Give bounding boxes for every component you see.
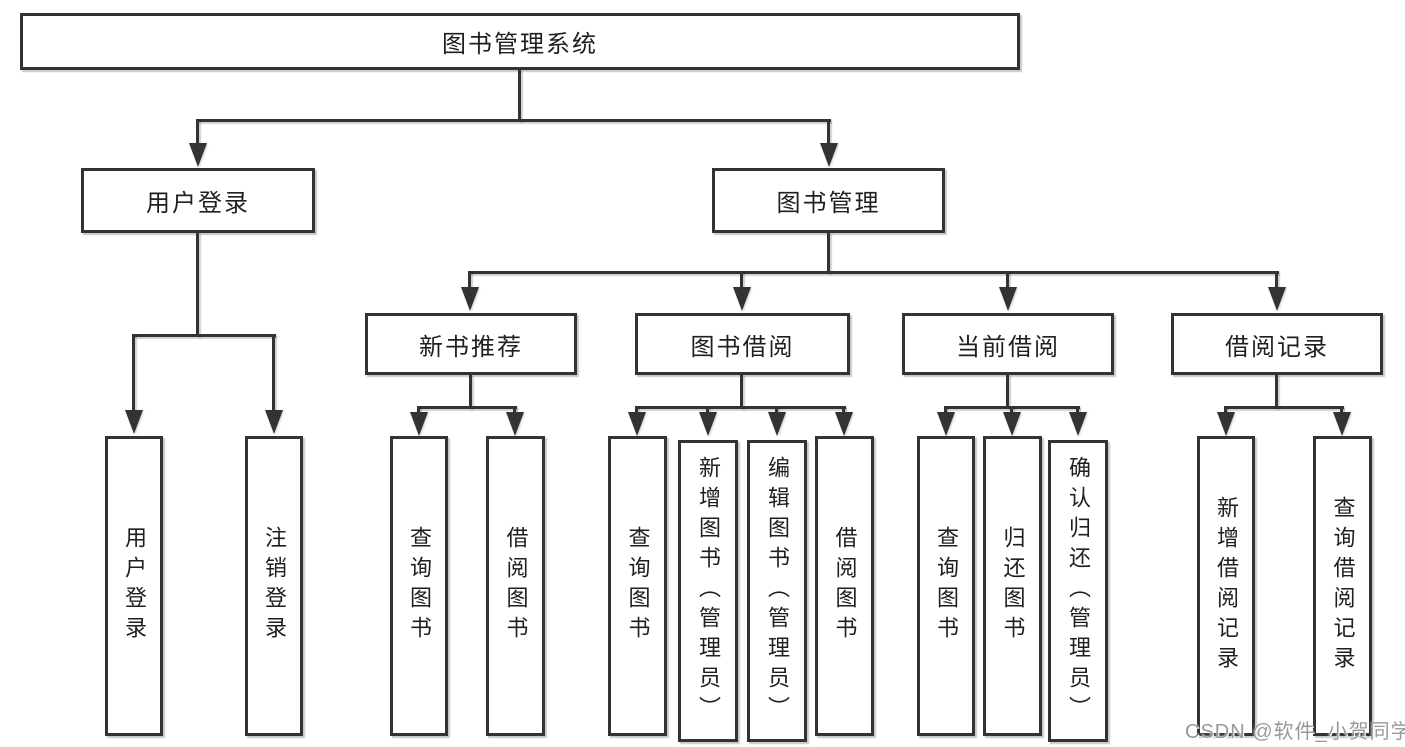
arrowhead-leaf-c2-icon: [699, 412, 717, 436]
leaf-borrow-book-a-label: 借阅图书: [503, 526, 529, 646]
connector-leaf-logout-drop: [272, 334, 275, 412]
leaf-user-login: 用户登录: [105, 436, 163, 736]
connector-leaf-d3-drop: [1076, 406, 1079, 416]
leaf-return-book: 归还图书: [983, 436, 1042, 736]
connector-book-mgmt-drop: [827, 119, 830, 147]
connector-current-borrow-stem: [1006, 375, 1009, 409]
connector-leaf-e2-drop: [1340, 406, 1343, 416]
connector-leaf-e1-drop: [1224, 406, 1227, 416]
connector-leaf-d2-drop: [1010, 406, 1013, 416]
node-borrow-record-label: 借阅记录: [1225, 333, 1329, 361]
arrowhead-leaf-logout-icon: [265, 410, 283, 434]
connector-group-e-rail: [1225, 406, 1344, 409]
connector-root-stem: [518, 70, 521, 122]
connector-borrow-record-stem: [1275, 375, 1278, 409]
arrowhead-leaf-d3-icon: [1069, 412, 1087, 436]
node-root: 图书管理系统: [20, 13, 1020, 70]
connector-group-b-rail: [418, 406, 517, 409]
node-borrow-record: 借阅记录: [1171, 313, 1383, 375]
connector-borrow-record-drop: [1275, 271, 1278, 290]
arrowhead-book-borrow-icon: [733, 287, 751, 311]
connector-leaf-c1-drop: [635, 406, 638, 416]
arrowhead-leaf-d2-icon: [1003, 412, 1021, 436]
leaf-borrow-book-b-label: 借阅图书: [832, 526, 858, 646]
leaf-return-book-label: 归还图书: [1000, 526, 1026, 646]
node-current-borrow-label: 当前借阅: [956, 333, 1060, 361]
node-book-mgmt-label: 图书管理: [776, 190, 881, 217]
connector-user-login-drop: [196, 119, 199, 147]
arrowhead-leaf-d1-icon: [937, 412, 955, 436]
node-user-login: 用户登录: [81, 168, 315, 233]
leaf-query-book-a: 查询图书: [390, 436, 448, 736]
node-current-borrow: 当前借阅: [902, 313, 1114, 375]
arrowhead-current-borrow-icon: [999, 287, 1017, 311]
leaf-query-borrow-record-label: 查询借阅记录: [1330, 496, 1356, 676]
leaf-add-borrow-record-label: 新增借阅记录: [1214, 496, 1239, 676]
node-new-book-rec: 新书推荐: [365, 313, 577, 375]
arrowhead-leaf-e1-icon: [1217, 412, 1235, 436]
leaf-confirm-return-admin: 确认归还（管理员）: [1048, 440, 1108, 742]
arrowhead-leaf-c3-icon: [768, 412, 786, 436]
connector-book-borrow-stem: [740, 375, 743, 409]
node-root-label: 图书管理系统: [442, 31, 598, 58]
connector-new-book-rec-stem: [469, 375, 472, 409]
connector-level3-rail: [469, 271, 1279, 274]
node-new-book-rec-label: 新书推荐: [419, 333, 523, 361]
leaf-edit-book-admin-label: 编辑图书（管理员）: [765, 456, 790, 726]
leaf-logout-login-label: 注销登录: [262, 526, 287, 646]
leaf-query-book-c-label: 查询图书: [934, 526, 959, 646]
node-book-mgmt: 图书管理: [712, 168, 945, 233]
node-user-login-label: 用户登录: [146, 190, 250, 217]
connector-user-login-stem: [196, 233, 199, 337]
arrowhead-leaf-c4-icon: [835, 412, 853, 436]
arrowhead-user-login-icon: [189, 143, 207, 167]
connector-current-borrow-drop: [1006, 271, 1009, 290]
connector-leaf-c2-drop: [706, 406, 709, 416]
leaf-query-borrow-record: 查询借阅记录: [1313, 436, 1372, 736]
connector-new-book-rec-drop: [468, 271, 471, 290]
arrowhead-leaf-e2-icon: [1333, 412, 1351, 436]
connector-book-mgmt-stem: [827, 233, 830, 274]
connector-leaf-b2-drop: [513, 406, 516, 416]
leaf-user-login-label: 用户登录: [122, 526, 147, 646]
leaf-query-book-b-label: 查询图书: [625, 526, 651, 646]
connector-level2-rail: [197, 119, 831, 122]
leaf-edit-book-admin: 编辑图书（管理员）: [747, 440, 807, 742]
node-book-borrow-label: 图书借阅: [690, 333, 795, 361]
arrowhead-leaf-c1-icon: [628, 412, 646, 436]
connector-leaf-c4-drop: [842, 406, 845, 416]
leaf-add-book-admin-label: 新增图书（管理员）: [696, 456, 721, 726]
arrowhead-leaf-b2-icon: [506, 412, 524, 436]
connector-leaf-d1-drop: [944, 406, 947, 416]
leaf-add-borrow-record: 新增借阅记录: [1197, 436, 1255, 736]
node-book-borrow: 图书借阅: [635, 313, 850, 375]
csdn-watermark: CSDN @软件_小贺同学: [1185, 721, 1405, 743]
connector-group-c-rail: [636, 406, 846, 409]
connector-leaf-user-login-drop: [132, 334, 135, 412]
arrowhead-book-mgmt-icon: [820, 143, 838, 167]
arrowhead-borrow-record-icon: [1268, 287, 1286, 311]
leaf-query-book-c: 查询图书: [917, 436, 975, 736]
leaf-confirm-return-admin-label: 确认归还（管理员）: [1066, 456, 1091, 726]
leaf-query-book-b: 查询图书: [608, 436, 667, 736]
arrowhead-leaf-b1-icon: [410, 412, 428, 436]
connector-book-borrow-drop: [740, 271, 743, 290]
leaf-query-book-a-label: 查询图书: [407, 526, 432, 646]
connector-leaf-b1-drop: [417, 406, 420, 416]
arrowhead-leaf-user-login-icon: [125, 410, 143, 434]
leaf-borrow-book-b: 借阅图书: [815, 436, 874, 736]
leaf-logout-login: 注销登录: [245, 436, 303, 736]
arrowhead-new-book-rec-icon: [461, 287, 479, 311]
leaf-add-book-admin: 新增图书（管理员）: [678, 440, 738, 742]
connector-leaf-c3-drop: [775, 406, 778, 416]
leaf-borrow-book-a: 借阅图书: [486, 436, 545, 736]
connector-user-login-rail: [133, 334, 276, 337]
